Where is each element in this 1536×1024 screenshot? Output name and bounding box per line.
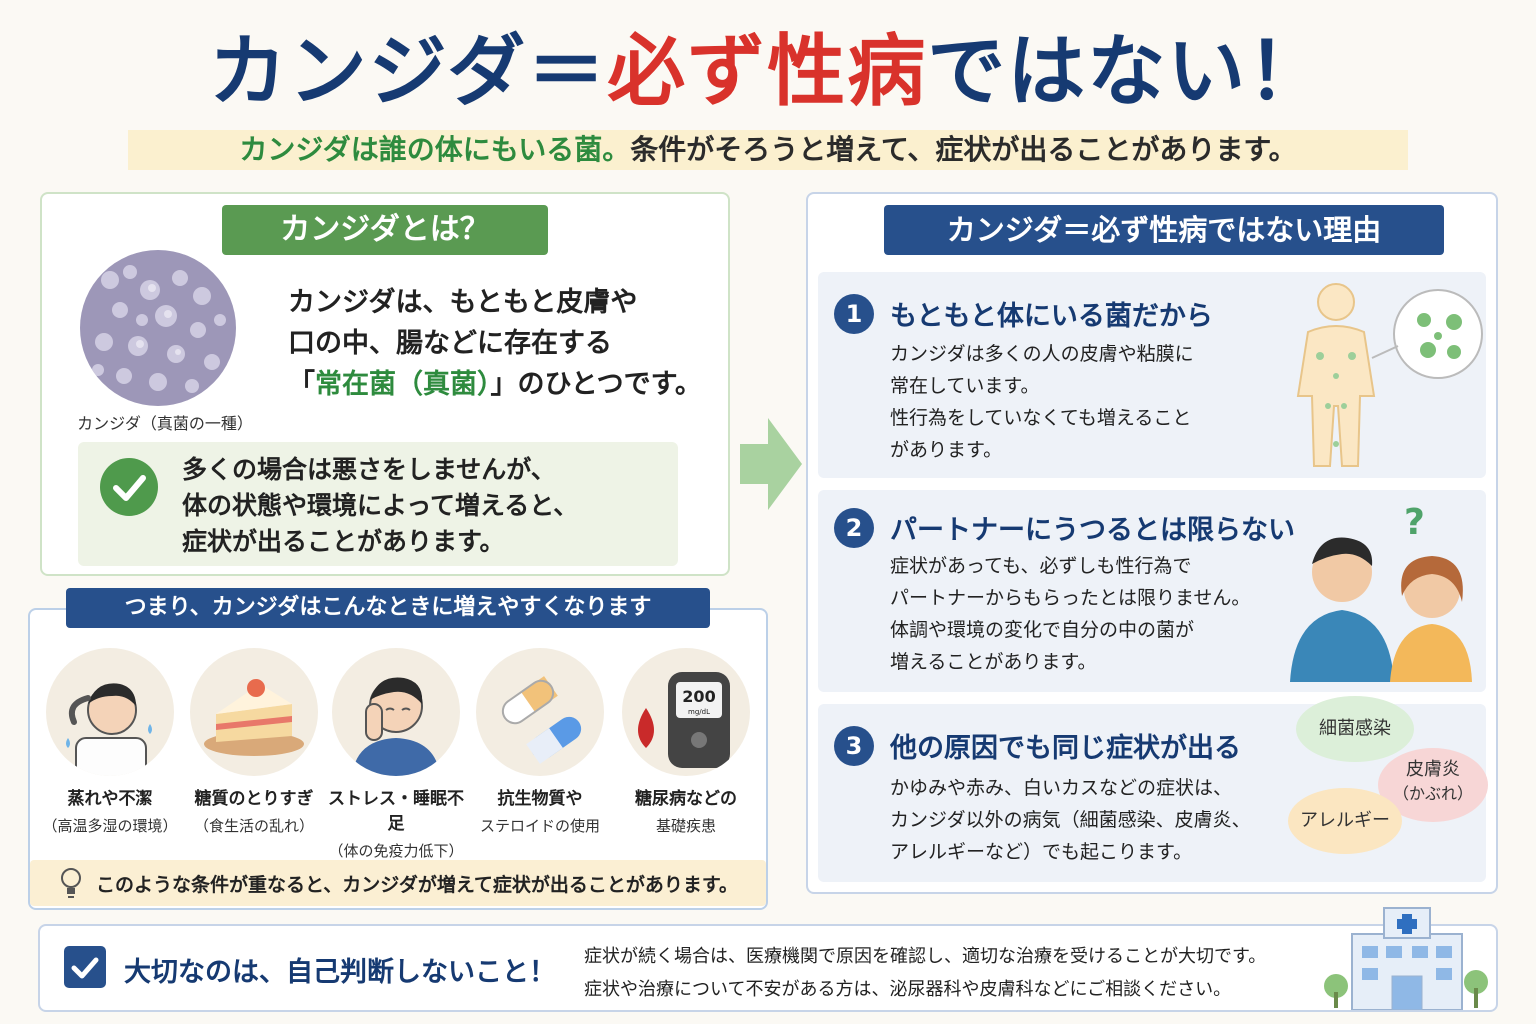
reason-title: パートナーにうつるとは限らない [890,515,1295,546]
about-note-box [78,442,678,566]
about-heading: カンジダとは？ [222,205,548,255]
candida-microscope-image [80,250,236,406]
condition-item: 抗生物質や ステロイドの使用 [470,648,610,836]
about-note-text: 多くの場合は悪さをしませんが、 体の状態や環境によって増えると、 症状が出ること… [182,455,579,556]
reason-title: もともと体にいる菌だから [890,301,1213,332]
reason-body: 症状があっても、必ずしも性行為で パートナーからもらったとは限りません。 体調や… [890,555,1251,673]
conditions-heading: つまり、カンジダはこんなときに増えやすくなります [66,588,710,628]
cake-icon [190,648,318,776]
tip-bar [30,860,766,906]
reason-body: かゆみや赤み、白いカスなどの症状は、 カンジダ以外の病気（細菌感染、皮膚炎、 ア… [890,777,1251,863]
check-icon [100,458,158,516]
lightbulb-icon [58,866,84,904]
footer-text: 症状が続く場合は、医療機関で原因を確認し、適切な治療を受けることが大切です。 症… [584,946,1267,1000]
reasons-heading: カンジダ＝必ず性病ではない理由 [884,205,1444,255]
condition-item: ストレス・睡眠不足 （体の免疫力低下） [326,648,466,861]
condition-item: 蒸れや不潔 （高温多湿の環境） [40,648,180,836]
reason-number: 3 [834,726,874,766]
meter-unit: mg/dL [688,708,710,716]
couple-illustration: ? [1286,502,1476,686]
checkbox-icon [64,946,106,988]
footer-title: 大切なのは、自己判断しないこと！ [124,957,556,988]
image-caption: カンジダ（真菌の一種） [77,414,253,433]
bubble-allergy: アレルギー [1288,788,1402,854]
reason-title: 他の原因でも同じ症状が出る [890,733,1241,764]
question-mark-icon: ? [1404,506,1425,543]
tip-text: このような条件が重なると、カンジダが増えて症状が出ることがあります。 [96,874,739,896]
reason-number: 1 [834,294,874,334]
glucose-meter-icon: 200 mg/dL [622,648,750,776]
footer-panel [38,924,1498,1012]
tired-man-icon [332,648,460,776]
hospital-icon [1322,906,1490,1014]
about-intro: カンジダは、もともと皮膚や 口の中、腸などに存在する 「常在菌（真菌）」のひとつ… [288,287,702,400]
reason-card-1 [818,272,1486,478]
meter-value: 200 [682,687,715,706]
reason-number: 2 [834,508,874,548]
body-bacteria-illustration [1278,276,1488,476]
arrow-right-icon [740,418,802,510]
condition-item: 糖質のとりすぎ （食生活の乱れ） [184,648,324,836]
sweaty-man-icon [46,648,174,776]
capsule-icon [476,648,604,776]
reason-body: カンジダは多くの人の皮膚や粘膜に 常在しています。 性行為をしていなくても増える… [890,343,1194,461]
page-subtitle: カンジダは誰の体にもいる菌。条件がそろうと増えて、症状が出ることがあります。 [128,130,1408,170]
condition-item: 200 mg/dL 糖尿病などの 基礎疾患 [616,648,756,836]
bubble-bacterial-infection: 細菌感染 [1296,696,1414,762]
page-title: カンジダ＝必ず性病ではない！ [208,27,1328,117]
